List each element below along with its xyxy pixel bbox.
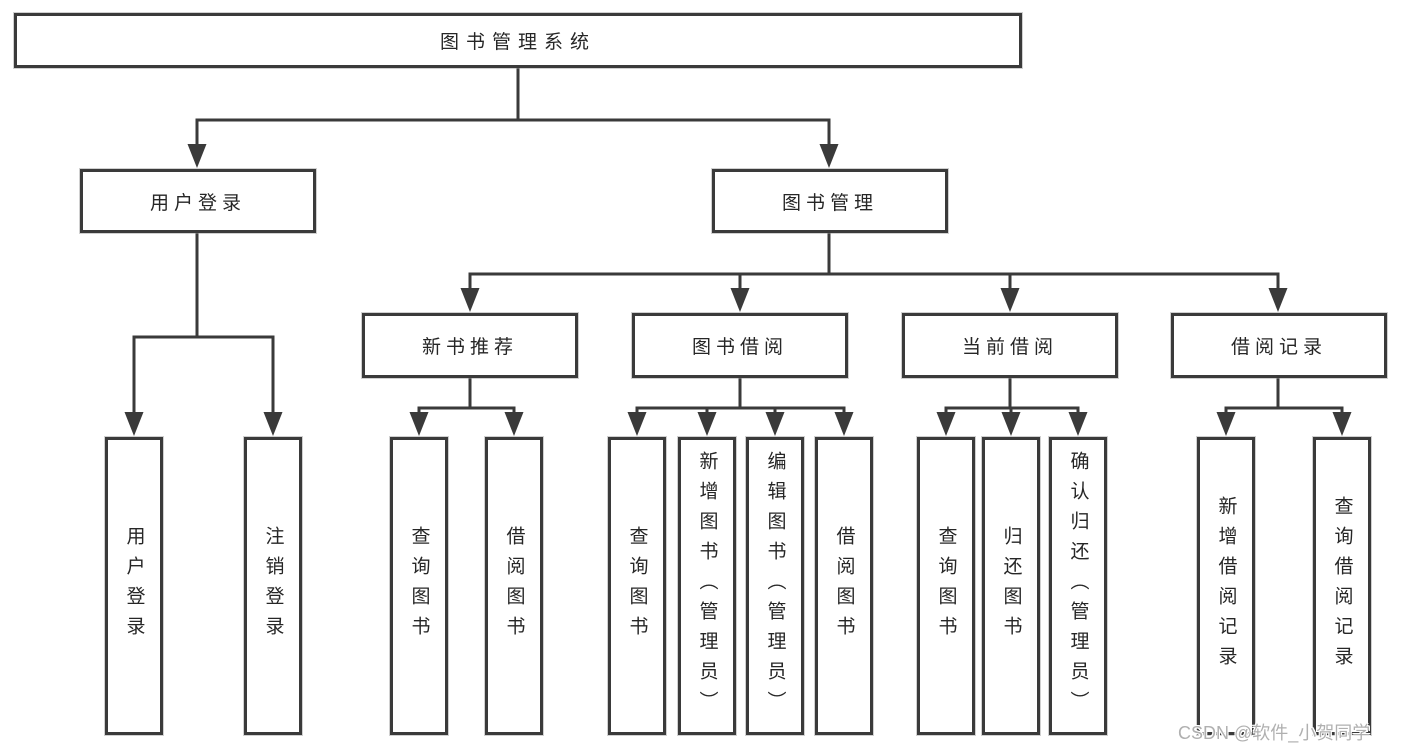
leaf-records-query-borrow-record: 查询借阅记录 [1313, 437, 1371, 735]
leaf-newbooks-borrow-books: 借阅图书 [485, 437, 543, 735]
leaf-userlogin-logout: 注销登录 [244, 437, 302, 735]
node-book-borrow: 图书借阅 [632, 313, 848, 378]
node-book-management: 图书管理 [712, 169, 948, 233]
leaf-userlogin-login: 用户登录 [105, 437, 163, 735]
node-new-book-recommend: 新书推荐 [362, 313, 578, 378]
node-user-login: 用户登录 [80, 169, 316, 233]
leaf-records-add-borrow-record: 新增借阅记录 [1197, 437, 1255, 735]
node-current-borrow: 当前借阅 [902, 313, 1118, 378]
leaf-newbooks-query-books: 查询图书 [390, 437, 448, 735]
leaf-currentborrow-confirm-return-admin: 确认归还（管理员） [1049, 437, 1107, 735]
leaf-bookborrow-query-books: 查询图书 [608, 437, 666, 735]
leaf-bookborrow-borrow-books: 借阅图书 [815, 437, 873, 735]
node-borrow-records: 借阅记录 [1171, 313, 1387, 378]
node-root-library-system: 图书管理系统 [14, 13, 1022, 68]
leaf-currentborrow-return-books: 归还图书 [982, 437, 1040, 735]
leaf-bookborrow-edit-books-admin: 编辑图书（管理员） [746, 437, 804, 735]
leaf-bookborrow-add-books-admin: 新增图书（管理员） [678, 437, 736, 735]
leaf-currentborrow-query-books: 查询图书 [917, 437, 975, 735]
connector-strokes [132, 66, 1344, 414]
watermark: CSDN @软件_小贺同学 [1178, 723, 1371, 743]
